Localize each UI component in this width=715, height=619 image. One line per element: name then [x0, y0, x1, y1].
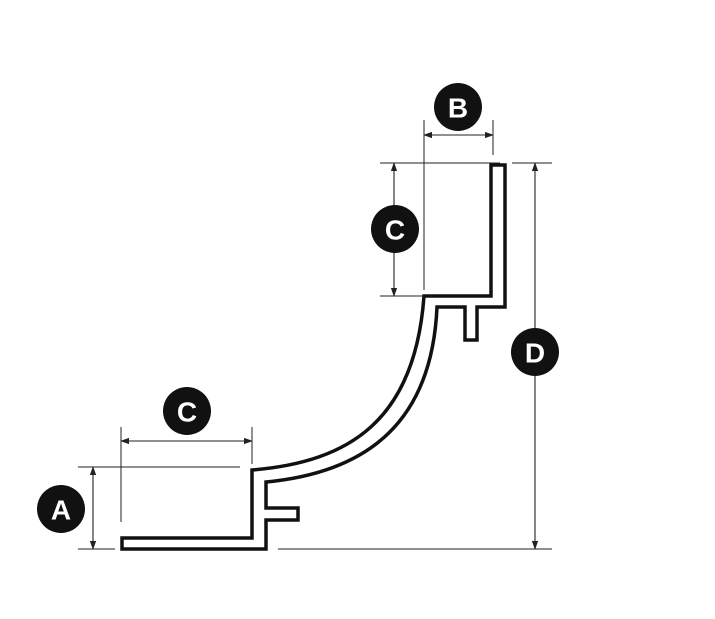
badge-c-bottom-label: C	[177, 397, 197, 428]
badge-d-label: D	[525, 338, 545, 369]
badge-d: D	[511, 328, 559, 376]
badge-a-label: A	[51, 495, 71, 526]
badge-b: B	[434, 83, 482, 131]
profile-outline	[120, 163, 507, 551]
badge-c-bottom: C	[163, 387, 211, 435]
badge-b-label: B	[448, 93, 468, 124]
badge-a: A	[37, 485, 85, 533]
badge-c-top: C	[371, 205, 419, 253]
badge-c-top-label: C	[385, 215, 405, 246]
